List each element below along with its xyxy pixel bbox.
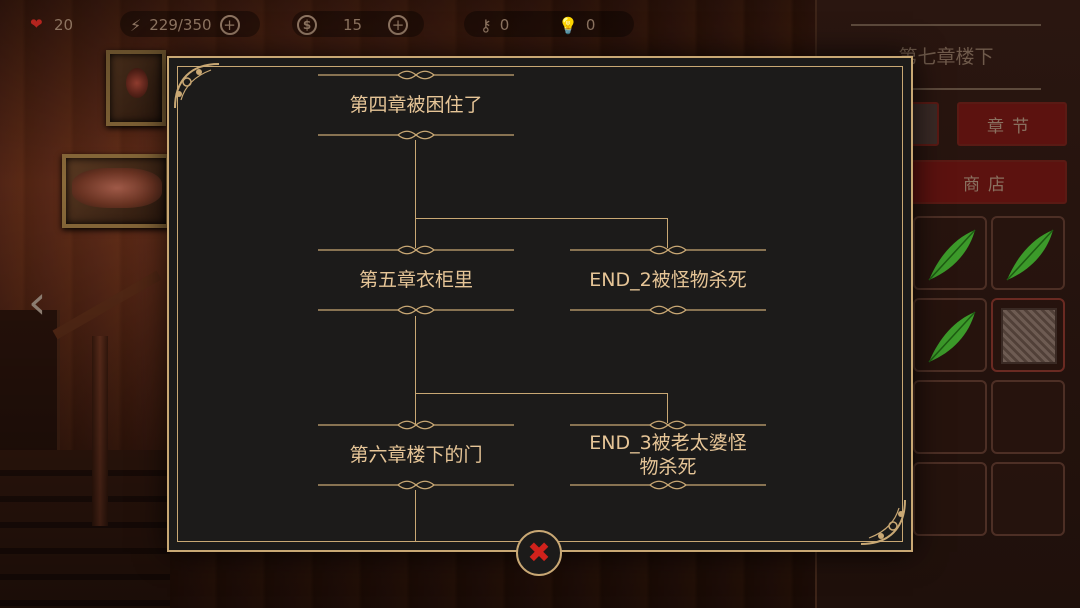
divider-ornament-icon	[570, 420, 766, 430]
hints-counter: 💡 0	[558, 12, 595, 38]
leaf-icon	[928, 229, 976, 281]
leaf-icon	[928, 311, 976, 363]
hud-bar: 20 ⚡ 229/350 + $ 15 + ⚷ 0 💡 0	[0, 0, 820, 48]
tree-connector	[667, 393, 668, 423]
story-tree-dialog: 第四章被困住了 第五章衣柜里 END_2被怪物杀死	[167, 56, 913, 552]
ending-2-label: END_2被怪物杀死	[589, 269, 747, 291]
chapter-4-label: 第四章被困住了	[349, 94, 483, 116]
tree-connector	[415, 218, 668, 219]
chapter-node[interactable]: 第五章衣柜里	[318, 245, 514, 315]
rug-icon	[1001, 308, 1057, 364]
tree-connector	[415, 393, 668, 394]
tree-connector	[415, 316, 416, 424]
lives-counter: 20	[30, 12, 73, 38]
divider-ornament-icon	[570, 245, 766, 255]
divider-ornament-icon	[570, 305, 766, 315]
coins-value: 15	[343, 16, 363, 34]
inventory-slot[interactable]	[913, 380, 987, 454]
close-button[interactable]: ✖	[516, 530, 562, 576]
chapter-5-label: 第五章衣柜里	[358, 269, 473, 291]
add-coins-button[interactable]: +	[388, 15, 409, 35]
ending-3-label: END_3被老太婆怪物杀死	[589, 432, 747, 478]
divider-ornament-icon	[318, 420, 514, 430]
chapter-node[interactable]: 第六章楼下的门	[318, 420, 514, 490]
chapter-6-label: 第六章楼下的门	[349, 444, 483, 466]
divider-ornament-icon	[318, 245, 514, 255]
tree-connector	[667, 218, 668, 248]
heart-icon	[30, 15, 46, 33]
ending-node[interactable]: END_3被老太婆怪物杀死	[570, 420, 766, 490]
close-x-icon: ✖	[527, 536, 551, 569]
inventory-slot[interactable]	[991, 380, 1065, 454]
chevron-left-icon[interactable]: ‹	[28, 275, 47, 329]
add-energy-button[interactable]: +	[219, 15, 240, 35]
staircase	[0, 450, 170, 608]
panel-title: 第七章楼下	[898, 46, 994, 68]
hints-value: 0	[585, 16, 596, 34]
keys-value: 0	[499, 16, 510, 34]
divider-ornament-icon	[570, 480, 766, 490]
divider-ornament-icon	[318, 305, 514, 315]
tab-chapters[interactable]: 章节	[957, 102, 1067, 146]
tab-shop[interactable]: 商店	[909, 160, 1067, 204]
items-pill	[464, 11, 634, 37]
inventory-slot[interactable]	[991, 462, 1065, 536]
inventory-slot[interactable]	[991, 298, 1065, 372]
tab-placeholder[interactable]	[909, 102, 939, 146]
painting-flowers	[106, 50, 166, 126]
inventory-slot[interactable]	[991, 216, 1065, 290]
coin-icon: $	[297, 15, 317, 35]
banister-post	[92, 336, 108, 526]
energy-value: 229/350	[149, 16, 212, 34]
leaf-icon	[1006, 229, 1054, 281]
key-icon: ⚷	[480, 15, 492, 35]
coins-counter: $ 15 +	[297, 12, 409, 38]
door-panel	[0, 310, 60, 608]
lightning-icon: ⚡	[130, 15, 142, 35]
lightbulb-icon: 💡	[558, 15, 578, 35]
tree-connector	[415, 490, 416, 542]
painting-landscape	[62, 154, 170, 228]
energy-counter: ⚡ 229/350 +	[130, 12, 240, 38]
banister-rail	[52, 270, 162, 340]
corner-ornament-icon	[174, 63, 220, 109]
inventory-slot[interactable]	[913, 462, 987, 536]
panel-divider-bottom	[851, 88, 1041, 90]
lives-value: 20	[54, 16, 74, 34]
divider-ornament-icon	[318, 70, 514, 80]
chapter-node[interactable]: 第四章被困住了	[318, 70, 514, 140]
dialog-inner-border	[177, 66, 903, 542]
corner-ornament-icon	[860, 499, 906, 545]
panel-divider-top	[851, 24, 1041, 26]
tree-connector	[415, 140, 416, 248]
inventory-slot[interactable]	[913, 298, 987, 372]
inventory-slot[interactable]	[913, 216, 987, 290]
divider-ornament-icon	[318, 130, 514, 140]
ending-node[interactable]: END_2被怪物杀死	[570, 245, 766, 315]
divider-ornament-icon	[318, 480, 514, 490]
keys-counter: ⚷ 0	[480, 12, 509, 38]
